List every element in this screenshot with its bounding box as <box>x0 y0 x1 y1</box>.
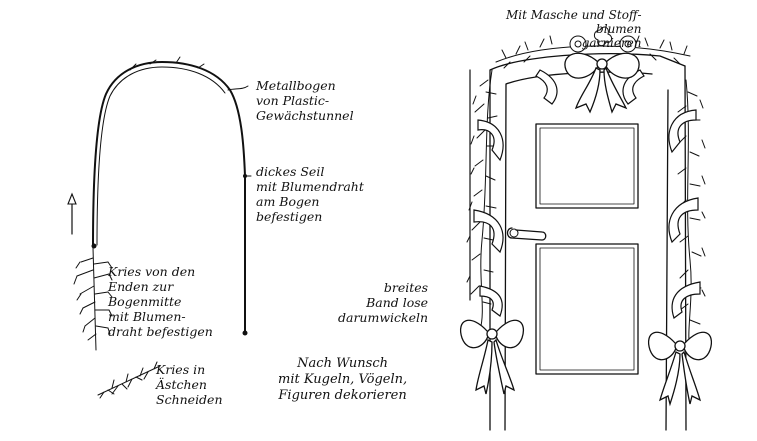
bow-bottom-right <box>649 332 712 404</box>
up-arrow-icon <box>68 194 76 234</box>
note-greenery-ends: Kries von den Enden zur Bogenmitte mit B… <box>108 264 213 339</box>
twig-sketch <box>98 362 160 398</box>
fir-branch-sketch <box>74 248 112 350</box>
leader-lines <box>228 86 251 176</box>
note-bow-flowers: Mit Masche und Stoff- blumen garnieren <box>506 8 642 50</box>
note-metal-arch: Metallbogen von Plastic- Gewächstunnel <box>256 78 354 123</box>
door-handle <box>508 228 546 240</box>
door-panels <box>536 124 638 374</box>
bow-bottom-left <box>461 320 524 394</box>
note-thick-rope: dickes Seil mit Blumendraht am Bogen bef… <box>256 164 364 224</box>
note-wide-ribbon: breites Band lose darumwickeln <box>338 280 428 325</box>
note-cut-twigs: Kries in Ästchen Schneiden <box>156 362 223 407</box>
note-decorate-wish: Nach Wunsch mit Kugeln, Vögeln, Figuren … <box>278 356 407 404</box>
